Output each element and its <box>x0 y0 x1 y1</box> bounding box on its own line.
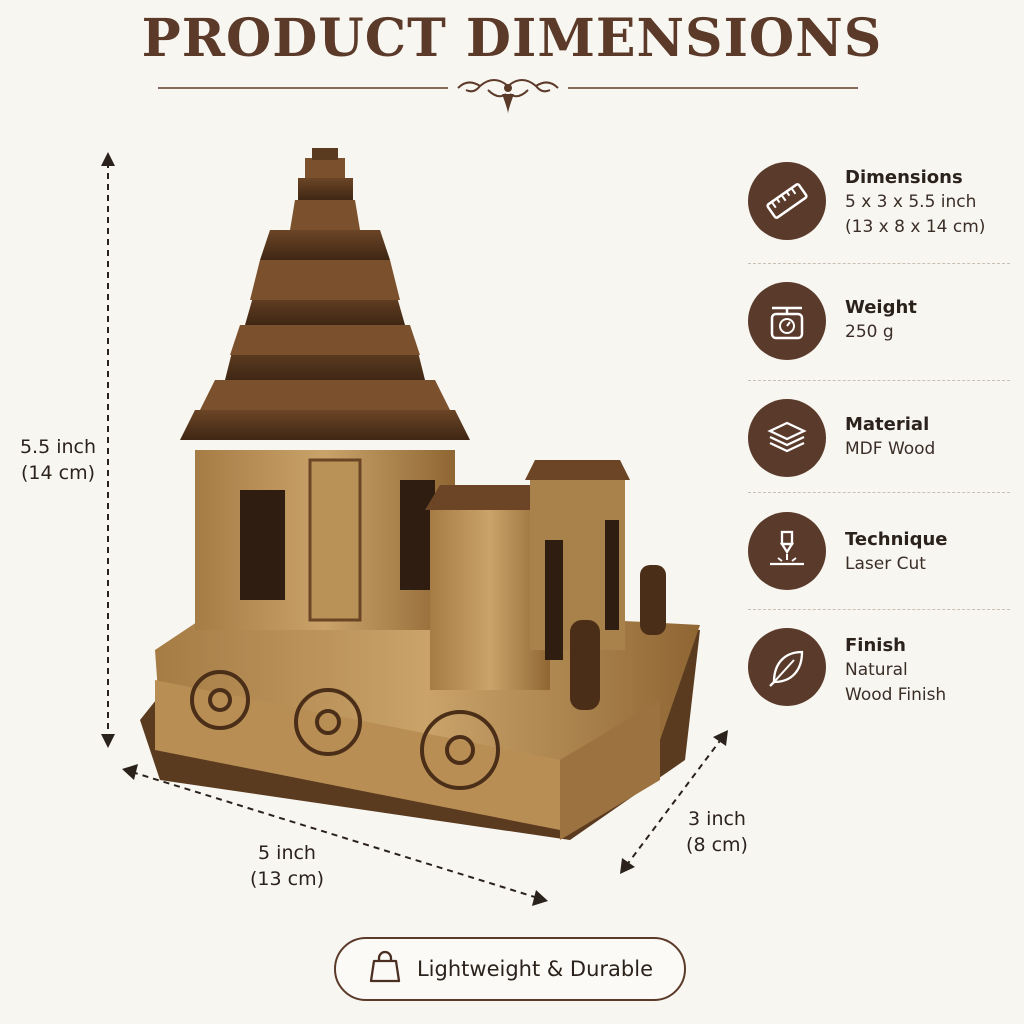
layers-icon <box>748 399 826 477</box>
feature-divider <box>748 609 1010 610</box>
temple-model-image <box>140 148 700 840</box>
depth-label: 3 inch (8 cm) <box>686 808 748 856</box>
feature-divider <box>748 380 1010 381</box>
laser-icon <box>748 512 826 590</box>
height-arrow <box>101 152 115 748</box>
feature-divider <box>748 492 1010 493</box>
scale-icon <box>748 282 826 360</box>
bag-icon <box>367 949 403 989</box>
feature-weight: Weight 250 g <box>745 268 1010 384</box>
title-ornament <box>158 79 858 114</box>
width-arrow <box>122 764 548 906</box>
page-title: PRODUCT DIMENSIONS <box>141 8 883 69</box>
feature-dimensions: Dimensions 5 x 3 x 5.5 inch (13 x 8 x 14… <box>745 150 1010 266</box>
width-label: 5 inch (13 cm) <box>250 842 324 890</box>
leaf-icon <box>748 628 826 706</box>
feature-divider <box>748 263 1010 264</box>
depth-arrow <box>620 730 728 874</box>
lightweight-badge: Lightweight & Durable <box>334 937 686 1001</box>
ruler-icon <box>748 162 826 240</box>
height-label: 5.5 inch (14 cm) <box>19 436 97 484</box>
feature-material: Material MDF Wood <box>745 385 1010 501</box>
badge-label: Lightweight & Durable <box>416 957 653 981</box>
feature-technique: Technique Laser Cut <box>745 500 1010 616</box>
feature-finish: Finish Natural Wood Finish <box>745 616 1010 732</box>
